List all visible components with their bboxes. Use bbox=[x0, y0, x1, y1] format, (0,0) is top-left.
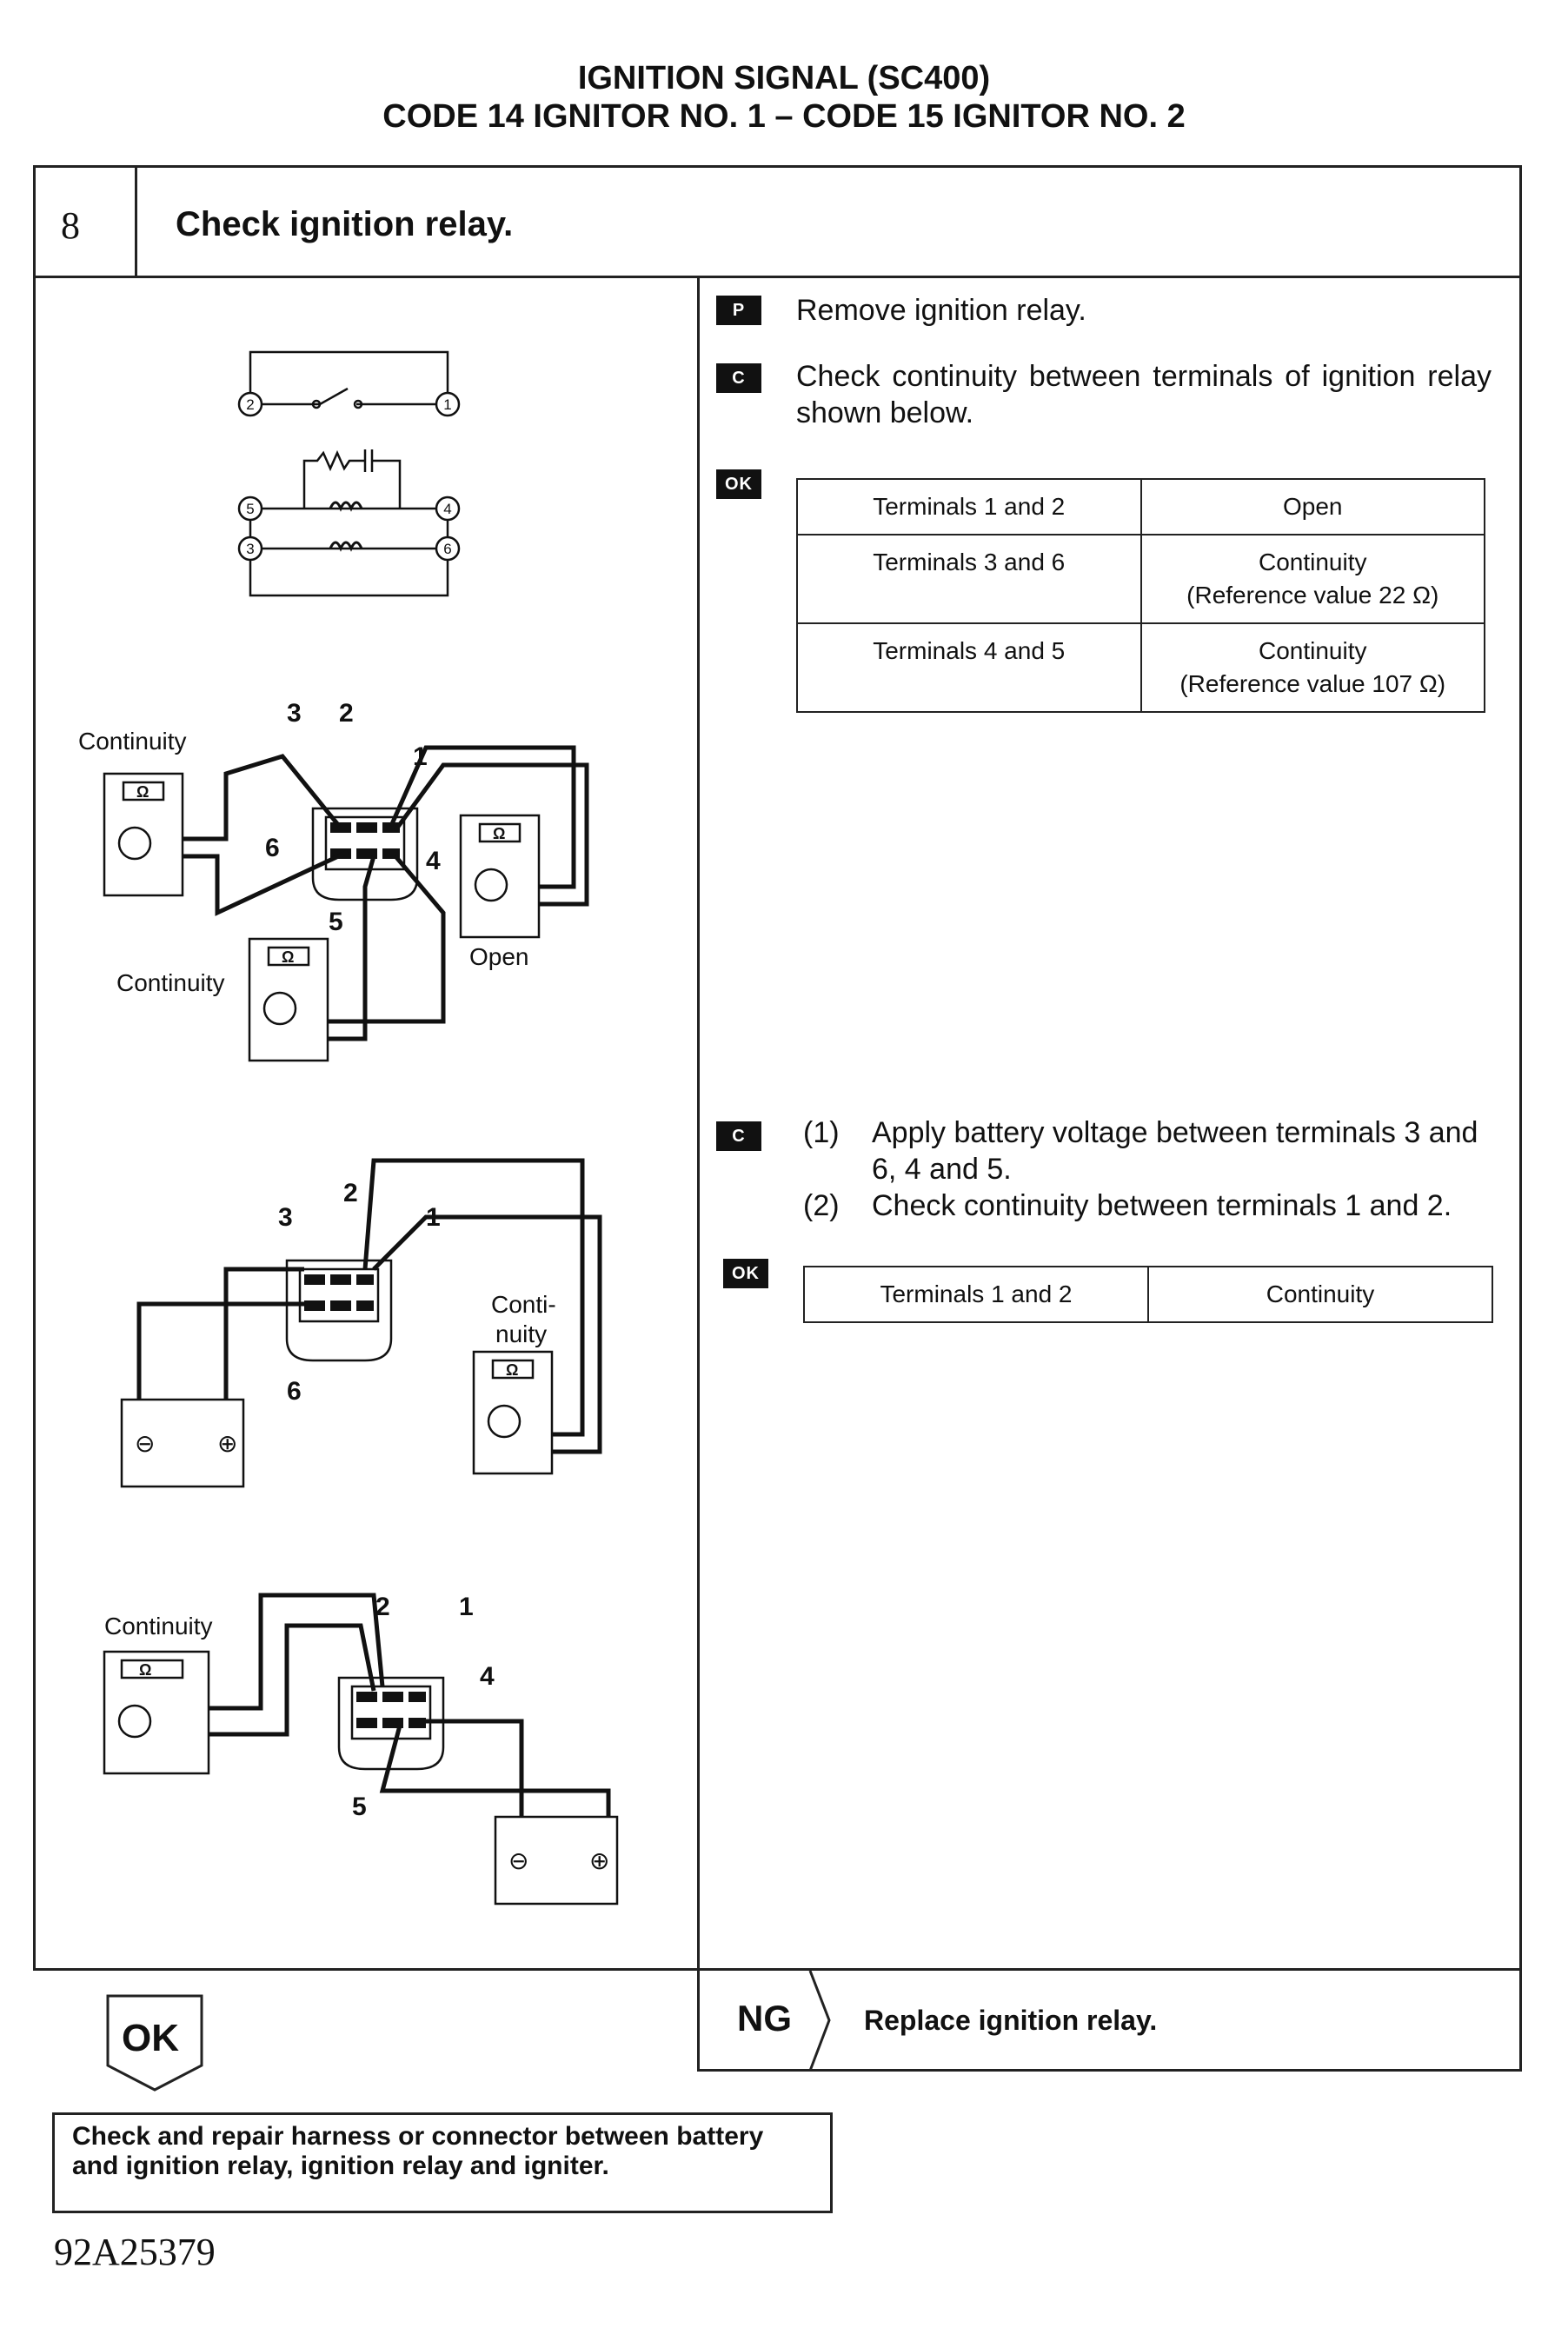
step-num-2: (2) bbox=[803, 1189, 840, 1222]
step-body bbox=[33, 276, 1522, 1971]
table-cell-result: Open bbox=[1139, 478, 1485, 535]
terminal-4: 4 bbox=[480, 1662, 495, 1691]
ng-bottom-border bbox=[697, 2069, 1522, 2072]
terminal-1: 1 bbox=[459, 1593, 474, 1621]
column-divider bbox=[697, 276, 700, 1971]
continuity-table-1: Terminals 1 and 2 Open Terminals 3 and 6… bbox=[796, 478, 1485, 713]
terminal-1: 1 bbox=[413, 742, 428, 771]
ohm-icon: Ω bbox=[282, 948, 294, 966]
schematic-terminal-3: 3 bbox=[246, 541, 254, 557]
ohm-icon: Ω bbox=[136, 783, 149, 801]
page-title-line1: IGNITION SIGNAL (SC400) bbox=[577, 60, 991, 96]
label-continuity: Continuity bbox=[104, 1613, 213, 1640]
terminal-3: 3 bbox=[278, 1203, 293, 1232]
figure-continuity-check: Continuity Continuity Open Ω Ω Ω 3 2 1 6… bbox=[78, 699, 589, 1062]
ng-action: Replace ignition relay. bbox=[864, 2005, 1158, 2036]
terminal-5: 5 bbox=[329, 908, 343, 936]
label-open: Open bbox=[469, 943, 529, 970]
ohm-icon: Ω bbox=[493, 825, 505, 842]
instruction-check-continuity: Check continuity between terminals of ig… bbox=[796, 360, 1492, 429]
page-title-line2: CODE 14 IGNITOR NO. 1 – CODE 15 IGNITOR … bbox=[382, 98, 1186, 135]
battery-plus-icon: ⊕ bbox=[217, 1430, 237, 1457]
schematic-terminal-4: 4 bbox=[443, 501, 451, 517]
label-continuity: Conti-nuity bbox=[491, 1291, 556, 1347]
figure-battery-continuity: ⊖ ⊕ Conti-nuity Ω 3 2 1 6 bbox=[120, 1158, 602, 1488]
terminal-3: 3 bbox=[287, 699, 302, 728]
step-num-1: (1) bbox=[803, 1116, 840, 1149]
table-row: Terminals 3 and 6 Continuity(Reference v… bbox=[796, 534, 1485, 624]
figure-battery-continuity-2: Continuity Ω ⊖ ⊕ 2 1 4 5 bbox=[103, 1593, 619, 1906]
ng-label: NG bbox=[737, 1998, 792, 2039]
c-badge-1: C bbox=[716, 363, 761, 393]
instruction-apply-voltage: Apply battery voltage between terminals … bbox=[872, 1116, 1478, 1186]
table-row: Terminals 4 and 5 Continuity(Reference v… bbox=[796, 622, 1485, 713]
label-continuity-a: Continuity bbox=[78, 728, 187, 755]
ok-label: OK bbox=[122, 2017, 179, 2059]
terminal-5: 5 bbox=[352, 1793, 367, 1821]
terminal-2: 2 bbox=[339, 699, 354, 728]
schematic-terminal-5: 5 bbox=[246, 501, 254, 517]
ok-badge-2: OK bbox=[723, 1259, 768, 1288]
relay-schematic: 2 1 5 4 3 6 bbox=[237, 350, 461, 597]
step-divider bbox=[135, 165, 137, 278]
ok-tag-icon bbox=[106, 1994, 203, 2092]
table-cell-result: Continuity(Reference value 107 Ω) bbox=[1139, 622, 1485, 713]
table-row: Terminals 1 and 2 Continuity bbox=[803, 1266, 1493, 1323]
table-cell-result: Continuity bbox=[1147, 1266, 1493, 1323]
step-number: 8 bbox=[61, 204, 80, 247]
ohm-icon: Ω bbox=[506, 1361, 518, 1379]
table-cell-terminals: Terminals 1 and 2 bbox=[796, 478, 1142, 535]
battery-minus-icon: ⊖ bbox=[508, 1847, 528, 1874]
schematic-terminal-2: 2 bbox=[246, 396, 254, 413]
ng-right-border bbox=[1519, 1971, 1522, 2071]
table-cell-result: Continuity(Reference value 22 Ω) bbox=[1139, 534, 1485, 624]
instruction-remove: Remove ignition relay. bbox=[796, 294, 1086, 327]
p-badge: P bbox=[716, 296, 761, 325]
table-cell-terminals: Terminals 3 and 6 bbox=[796, 534, 1142, 624]
ohm-icon: Ω bbox=[139, 1661, 151, 1679]
ok-badge-1: OK bbox=[716, 469, 761, 499]
label-continuity-b: Continuity bbox=[116, 969, 225, 996]
terminal-6: 6 bbox=[287, 1377, 302, 1406]
terminal-2: 2 bbox=[343, 1179, 358, 1207]
instruction-check-1-2: Check continuity between terminals 1 and… bbox=[872, 1189, 1452, 1222]
terminal-1: 1 bbox=[426, 1203, 441, 1232]
c-badge-2: C bbox=[716, 1121, 761, 1151]
table-cell-terminals: Terminals 4 and 5 bbox=[796, 622, 1142, 713]
continuity-table-2: Terminals 1 and 2 Continuity bbox=[803, 1266, 1493, 1323]
ok-action-box: Check and repair harness or connector be… bbox=[52, 2112, 833, 2213]
schematic-terminal-6: 6 bbox=[443, 541, 451, 557]
terminal-6: 6 bbox=[265, 834, 280, 862]
schematic-terminal-1: 1 bbox=[443, 396, 451, 413]
battery-minus-icon: ⊖ bbox=[135, 1430, 155, 1457]
figure-code: 92A25379 bbox=[54, 2231, 216, 2273]
table-row: Terminals 1 and 2 Open bbox=[796, 478, 1485, 535]
step-header bbox=[33, 165, 1522, 278]
step-title: Check ignition relay. bbox=[176, 205, 514, 243]
ng-chevron-icon bbox=[808, 1971, 831, 2071]
terminal-2: 2 bbox=[375, 1593, 390, 1621]
table-cell-terminals: Terminals 1 and 2 bbox=[803, 1266, 1149, 1323]
ng-left-border bbox=[697, 1971, 700, 2071]
terminal-4: 4 bbox=[426, 847, 441, 875]
battery-plus-icon: ⊕ bbox=[589, 1847, 609, 1874]
